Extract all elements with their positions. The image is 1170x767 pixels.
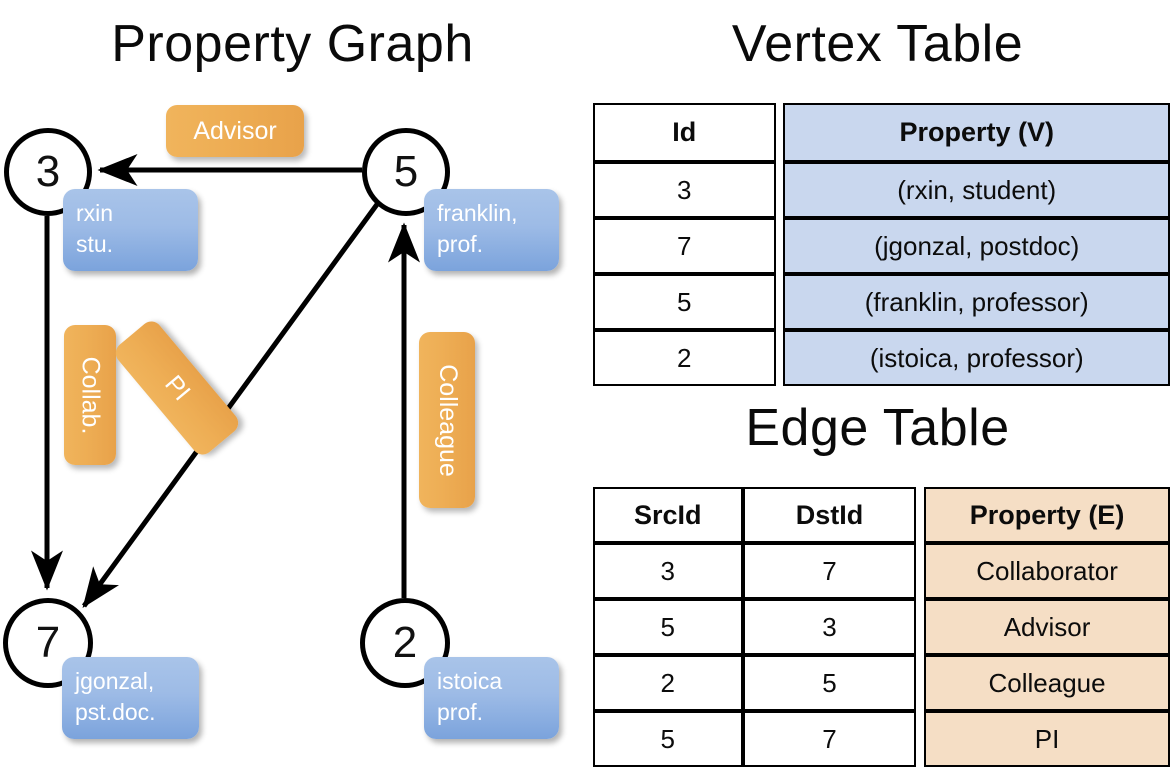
vertex-table-row[interactable]: 2 (istoica, professor) — [593, 330, 1170, 386]
vertex-row-2-property: (franklin, professor) — [783, 274, 1170, 330]
edge-label-advisor-text: Advisor — [193, 116, 277, 145]
edge-row-0-property: Collaborator — [924, 543, 1170, 599]
vertex-property-box-3: rxin stu. — [63, 189, 198, 271]
graph-node-2-label: 2 — [392, 618, 418, 667]
edge-row-1-src: 5 — [593, 599, 743, 655]
vertex-row-2-id: 5 — [593, 274, 776, 330]
edge-row-3-property: PI — [924, 711, 1170, 767]
vertex-table-header-property: Property (V) — [783, 103, 1170, 162]
edge-row-0-src: 3 — [593, 543, 743, 599]
edge-label-collab: Collab. — [64, 325, 116, 465]
edge-row-1-dst: 3 — [742, 599, 917, 655]
edge-table-row[interactable]: 5 7 PI — [593, 711, 1170, 767]
edge-table-column-gap — [916, 711, 924, 767]
vertex-table-column-gap — [776, 218, 784, 274]
vertex-property-box-3-line2: stu. — [76, 231, 114, 258]
graph-node-5-label: 5 — [393, 147, 419, 196]
vertex-table-row[interactable]: 7 (jgonzal, postdoc) — [593, 218, 1170, 274]
vertex-property-box-3-line1: rxin — [76, 200, 114, 226]
edge-row-3-dst: 7 — [742, 711, 917, 767]
edge-label-colleague: Colleague — [419, 332, 475, 508]
graph-node-3-label: 3 — [35, 147, 61, 196]
edge-5-to-7 — [81, 201, 381, 609]
vertex-table: Id Property (V) 3 (rxin, student) 7 (jgo… — [593, 103, 1170, 386]
edge-label-advisor: Advisor — [166, 105, 304, 157]
vertex-table-column-gap — [776, 330, 784, 386]
edge-row-3-src: 5 — [593, 711, 743, 767]
edge-table-row[interactable]: 3 7 Collaborator — [593, 543, 1170, 599]
edge-table-title: Edge Table — [745, 399, 1010, 457]
edge-label-collab-text: Collab. — [76, 356, 105, 434]
vertex-property-box-2-line1: istoica — [437, 668, 503, 694]
vertex-property-box-7-line1: jgonzal, — [75, 668, 155, 694]
edge-row-0-dst: 7 — [742, 543, 917, 599]
edge-table-header-property: Property (E) — [924, 487, 1170, 543]
vertex-property-box-2-line2: prof. — [437, 699, 484, 726]
page-title-property-graph: Property Graph — [111, 15, 474, 73]
vertex-table-column-gap — [776, 162, 784, 218]
vertex-row-0-id: 3 — [593, 162, 776, 218]
vertex-row-1-property: (jgonzal, postdoc) — [783, 218, 1170, 274]
edge-table-panel: Edge Table SrcId DstId Property (E) 3 7 … — [585, 390, 1170, 767]
vertex-table-header-id: Id — [593, 103, 776, 162]
graph-node-5[interactable]: 5 — [362, 128, 450, 216]
graph-edges-svg — [31, 154, 420, 609]
vertex-property-box-7: jgonzal, pst.doc. — [62, 657, 199, 739]
edge-table-column-gap — [916, 599, 924, 655]
edge-table-row[interactable]: 2 5 Colleague — [593, 655, 1170, 711]
edge-label-colleague-text: Colleague — [433, 363, 462, 477]
property-graph-panel: Property Graph 3 5 7 2 rxin stu. frankli… — [0, 0, 585, 760]
edge-table-header-srcid: SrcId — [593, 487, 743, 543]
vertex-table-panel: Vertex Table Id Property (V) 3 (rxin, st… — [585, 0, 1170, 390]
vertex-row-1-id: 7 — [593, 218, 776, 274]
vertex-row-3-id: 2 — [593, 330, 776, 386]
edge-row-1-property: Advisor — [924, 599, 1170, 655]
vertex-table-title: Vertex Table — [731, 15, 1024, 73]
edge-table: SrcId DstId Property (E) 3 7 Collaborato… — [593, 487, 1170, 767]
vertex-row-3-property: (istoica, professor) — [783, 330, 1170, 386]
edge-row-2-src: 2 — [593, 655, 743, 711]
vertex-table-column-gap — [776, 274, 784, 330]
graph-node-7-label: 7 — [35, 618, 61, 667]
vertex-table-row[interactable]: 5 (franklin, professor) — [593, 274, 1170, 330]
vertex-table-header-row: Id Property (V) — [593, 103, 1170, 162]
edge-table-header-row: SrcId DstId Property (E) — [593, 487, 1170, 543]
vertex-property-box-2: istoica prof. — [424, 657, 559, 739]
edge-row-2-dst: 5 — [742, 655, 917, 711]
vertex-property-box-5-line1: franklin, — [437, 200, 518, 226]
edge-table-column-gap — [916, 655, 924, 711]
edge-label-pi-text: PI — [159, 369, 196, 406]
vertex-property-box-7-line2: pst.doc. — [75, 699, 156, 726]
vertex-property-box-5: franklin, prof. — [424, 189, 559, 271]
graph-node-2[interactable]: 2 — [360, 598, 450, 688]
edge-table-column-gap — [916, 487, 924, 543]
vertex-table-column-gap — [776, 103, 784, 162]
vertex-property-box-5-line2: prof. — [437, 231, 484, 258]
edge-table-column-gap — [916, 543, 924, 599]
edge-table-header-dstid: DstId — [742, 487, 917, 543]
edge-table-row[interactable]: 5 3 Advisor — [593, 599, 1170, 655]
vertex-row-0-property: (rxin, student) — [783, 162, 1170, 218]
edge-row-2-property: Colleague — [924, 655, 1170, 711]
vertex-table-row[interactable]: 3 (rxin, student) — [593, 162, 1170, 218]
